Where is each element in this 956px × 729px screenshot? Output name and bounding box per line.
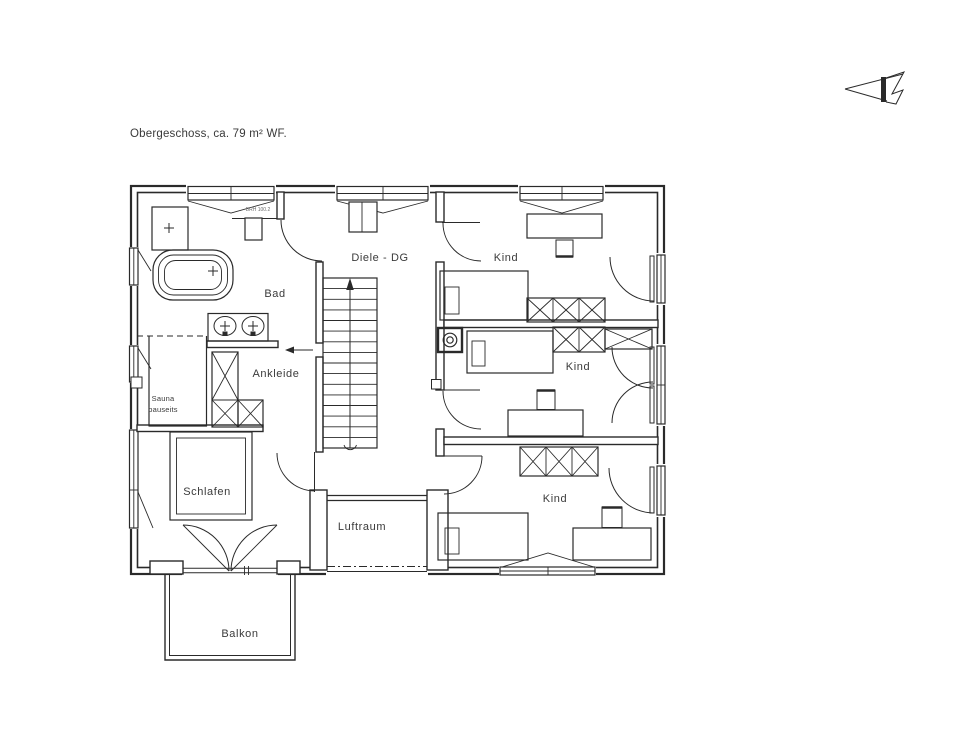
chimney-blocks [244, 201, 378, 241]
room-label-kind-mid: Kind [566, 361, 590, 373]
kind-bottom-wardrobe [519, 446, 599, 477]
door-schlafen [276, 452, 316, 492]
balcony-railing [164, 575, 296, 661]
room-label-diele: Diele - DG [351, 252, 408, 264]
door-right-kind-mid [611, 345, 666, 425]
outer-walls [129, 184, 666, 576]
door-kind-top [442, 222, 482, 262]
ankleide-wardrobe [211, 351, 264, 428]
room-label-sauna-line2: bauseits [148, 405, 178, 414]
wall-boxes [130, 376, 442, 390]
kind-mid-bed [466, 330, 554, 374]
window-left-schlafen [128, 429, 154, 529]
window-top-bad [187, 185, 275, 214]
bathtub-icon [152, 249, 234, 301]
room-label-luftraum: Luftraum [338, 521, 386, 533]
annotation-brh: BRH 100.2 [246, 207, 271, 213]
door-kind-mid [442, 389, 482, 430]
double-sink-icon [207, 312, 269, 342]
north-arrow-icon [844, 71, 906, 105]
kind-top-desk [526, 213, 603, 258]
door-right-kind-bottom [608, 465, 666, 516]
kind-top-wardrobe [526, 297, 606, 323]
room-label-schlafen: Schlafen [183, 486, 231, 498]
ankleide-entry-arrow [285, 346, 313, 354]
kind-mid-wardrobe [552, 326, 653, 353]
window-bottom-kind [499, 552, 596, 576]
shaft-icon [436, 326, 464, 354]
room-label-bad: Bad [264, 288, 285, 300]
room-label-ankleide: Ankleide [253, 368, 300, 380]
room-label-kind-top: Kind [494, 252, 518, 264]
window-top-kind [519, 185, 604, 214]
interior-walls [136, 191, 659, 571]
room-label-balkon: Balkon [221, 628, 258, 640]
door-right-kind-top [609, 254, 666, 304]
page-title: Obergeschoss, ca. 79 m² WF. [130, 128, 287, 140]
schlafen-bed [169, 431, 253, 521]
kind-top-bed [439, 270, 529, 321]
kind-mid-desk [507, 389, 584, 437]
window-left-bad [128, 247, 152, 286]
staircase [322, 277, 378, 451]
shower-icon [151, 206, 189, 251]
balcony-door [149, 524, 301, 575]
luftraum-rails [327, 494, 427, 572]
room-label-sauna-line1: Sauna [152, 394, 175, 403]
door-kind-bottom [443, 455, 483, 495]
kind-bottom-desk [572, 506, 652, 561]
kind-bottom-bed [437, 512, 529, 561]
wall-opening-covers [128, 184, 667, 577]
sauna-enclosure [137, 335, 208, 427]
labels: Obergeschoss, ca. 79 m² WF. Bad Diele - … [130, 128, 590, 640]
room-label-kind-bottom: Kind [543, 493, 567, 505]
